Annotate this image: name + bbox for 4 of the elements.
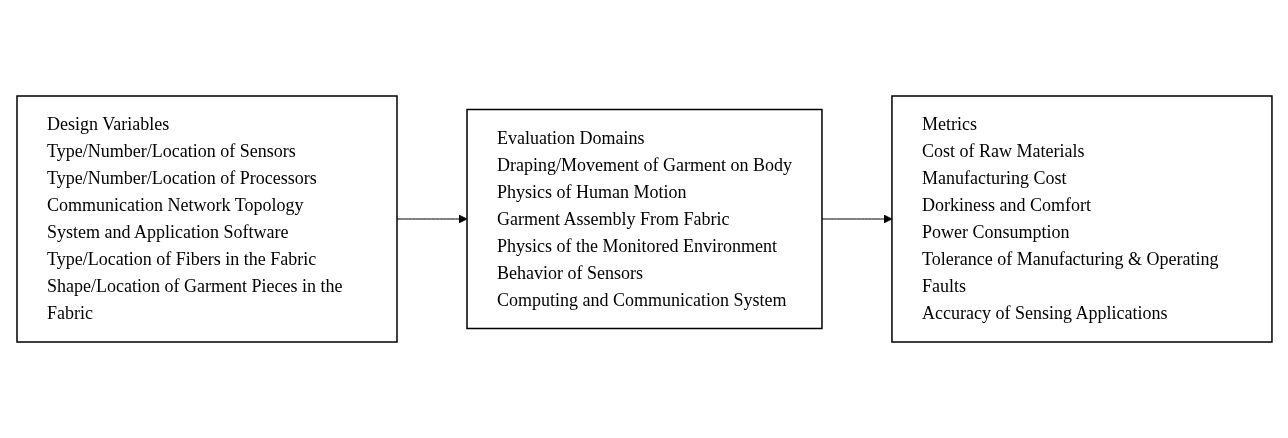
node-box: Metrics Cost of Raw Materials Manufacturing Cost Dorkiness and Comfort Power Consumption Tolerance of Manufacturing & Operating Faults Accuracy of Sensing Applications: [890, 95, 1273, 343]
arrow: [396, 214, 467, 224]
node-box: Evaluation Domains Draping/Movement of Garment on Body Physics of Human Motion Garment Assembly From Fabric Physics of the Monitored Environment Behavior of Sensors Computing and Communication System: [465, 108, 823, 330]
node-box: Design Variables Type/Number/Location of Sensors Type/Number/Location of Processors Communication Network Topology System and Application Software Type/Location of Fibers in the Fabric Shape/Location of Garment Pieces in the Fabric: [15, 95, 398, 343]
